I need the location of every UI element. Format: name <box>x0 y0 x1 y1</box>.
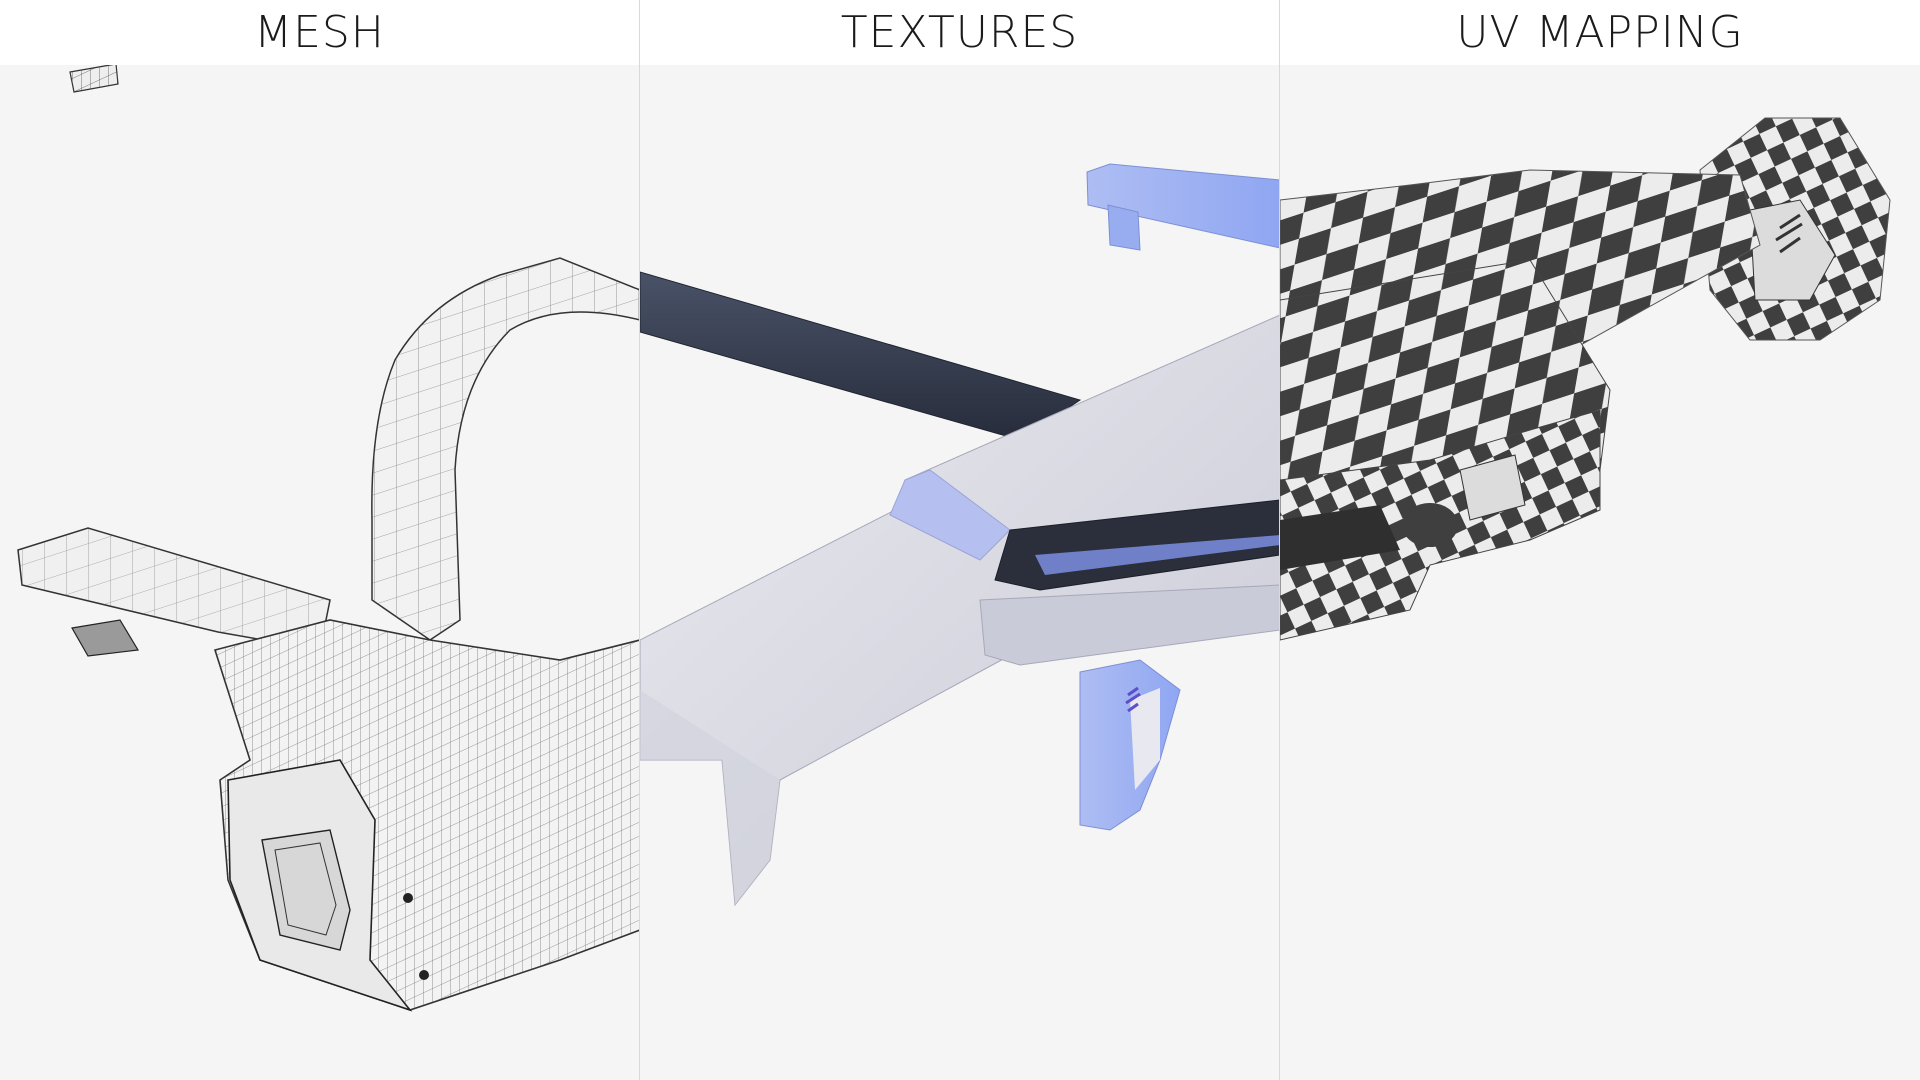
uv-rear-stock <box>1699 117 1891 341</box>
panel-uv-mapping: UV MAPPING <box>1280 0 1920 1080</box>
uv-logo-icon <box>1775 213 1803 254</box>
panel-header-uv: UV MAPPING <box>1280 0 1920 65</box>
mesh-small-part <box>69 63 119 93</box>
panel-title-mesh: MESH <box>254 7 385 58</box>
mesh-bow-arc <box>371 257 639 641</box>
textured-stock-body <box>640 314 1279 907</box>
grip-logo-icon <box>1125 686 1141 713</box>
uv-lower-body <box>1280 409 1601 641</box>
panel-title-textures: TEXTURES <box>840 7 1079 58</box>
panel-header-mesh: MESH <box>0 0 639 65</box>
panel-mesh: MESH <box>0 0 639 1080</box>
textured-grip <box>1079 659 1181 831</box>
textured-blue-part <box>1086 163 1279 251</box>
textured-render <box>640 163 1279 907</box>
mesh-stock-body <box>213 619 639 1012</box>
panel-title-uv: UV MAPPING <box>1456 7 1744 58</box>
panel-header-textures: TEXTURES <box>640 0 1279 65</box>
panel-textures: TEXTURES <box>640 0 1279 1080</box>
mesh-left-arm <box>17 527 331 657</box>
uv-checker-render <box>1280 117 1891 641</box>
mesh-wireframe-render <box>17 63 639 1012</box>
panel-divider <box>639 0 640 1080</box>
textured-dark-limb <box>640 271 1082 441</box>
